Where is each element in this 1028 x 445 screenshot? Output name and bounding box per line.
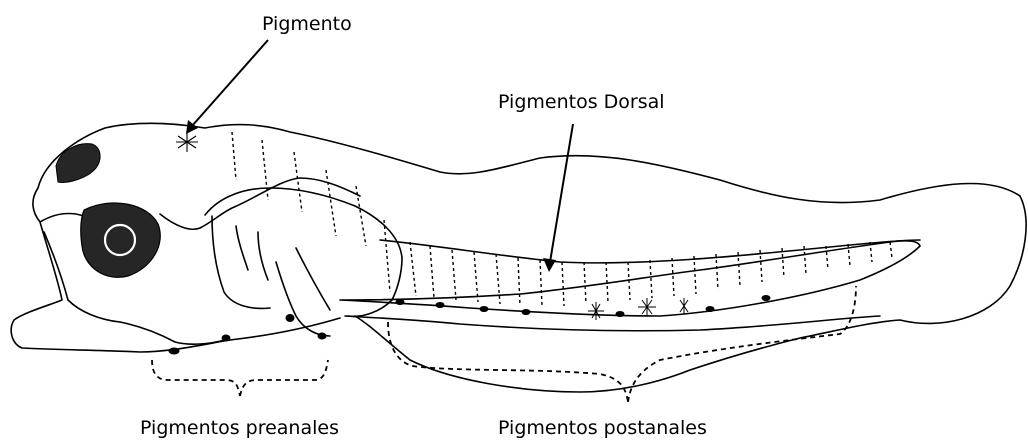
nasal-blob	[56, 144, 100, 183]
label-preanal-pigments: Pigmentos preanales	[140, 417, 339, 439]
larva-body	[11, 123, 1026, 392]
dorsal-pigments	[232, 132, 892, 306]
arrow-dorsal-pigments	[543, 124, 573, 272]
body-outline	[38, 123, 1026, 392]
eye	[81, 203, 161, 277]
ventral-pigment-stars	[588, 298, 688, 320]
brace-postanal	[388, 286, 856, 402]
label-pigment: Pigmento	[262, 13, 352, 35]
head-pigment	[176, 132, 198, 152]
brace-preanal	[152, 360, 328, 396]
label-postanal-pigments: Pigmentos postanales	[498, 417, 707, 439]
label-dorsal-pigments: Pigmentos Dorsal	[498, 91, 665, 113]
arrow-pigment	[186, 40, 268, 134]
